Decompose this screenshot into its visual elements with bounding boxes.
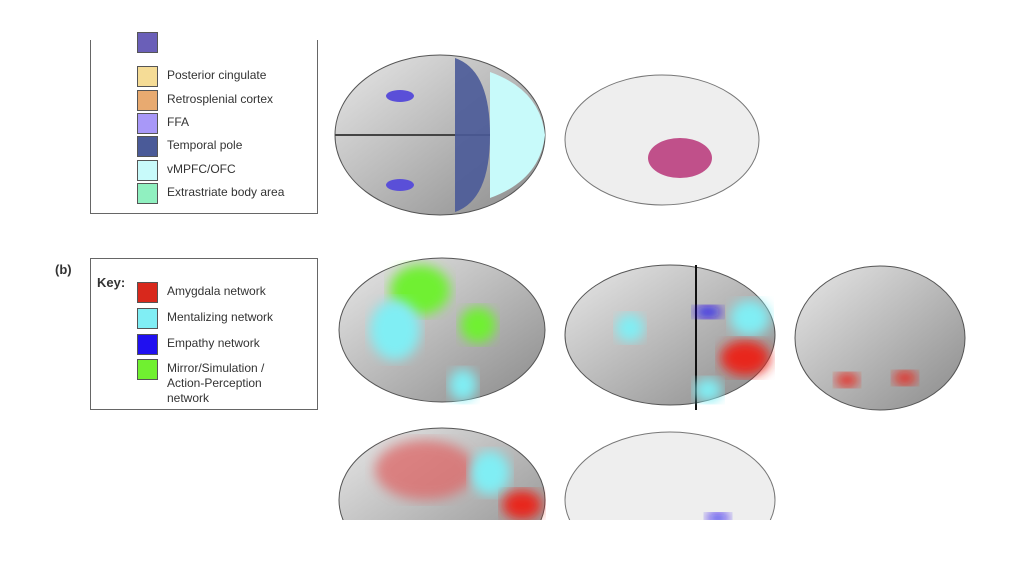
legend-item: Empathy network [137, 334, 260, 355]
swatch [137, 334, 158, 355]
brain-axial [334, 54, 546, 216]
legend-item: FFA [137, 113, 190, 134]
legend-item: Amygdala network [137, 282, 266, 303]
legend-label: FFA [167, 115, 190, 129]
legend-item: Temporal pole [137, 136, 243, 157]
swatch [137, 136, 158, 157]
legend-item: Mirror/Simulation / Action-Perception ne… [137, 359, 297, 406]
panel-b-label: (b) [55, 262, 72, 277]
legend-label: Extrastriate body area [167, 185, 285, 199]
legend-item: Retrosplenial cortex [137, 90, 274, 111]
legend-panel-b: Key: Amygdala network Mentalizing networ… [90, 258, 318, 410]
brain-sagittal-top [564, 74, 760, 206]
swatch [137, 359, 158, 380]
legend-item [137, 32, 167, 53]
swatch-0 [137, 32, 158, 53]
swatch [137, 66, 158, 87]
legend-item: Posterior cingulate [137, 66, 267, 87]
legend-label: vMPFC/OFC [167, 162, 236, 176]
legend-item: Extrastriate body area [137, 183, 285, 204]
swatch [137, 183, 158, 204]
legend-label: Temporal pole [167, 138, 243, 152]
legend-label: Amygdala network [167, 284, 266, 298]
legend-label: Empathy network [167, 336, 260, 350]
legend-label: Mirror/Simulation / Action-Perception ne… [167, 361, 265, 405]
legend-panel-a: Posterior cingulate Retrosplenial cortex… [90, 32, 318, 214]
legend-item: Mentalizing network [137, 308, 274, 329]
brain-coronal [794, 265, 966, 411]
key-title: Key: [97, 275, 126, 290]
legend-label: Retrosplenial cortex [167, 92, 274, 106]
swatch [137, 160, 158, 181]
swatch [137, 113, 158, 134]
legend-label: Posterior cingulate [167, 68, 267, 82]
brain-bottom-sagittal [564, 431, 776, 520]
swatch [137, 308, 158, 329]
swatch [137, 90, 158, 111]
legend-item: vMPFC/OFC [137, 160, 236, 181]
brain-medial [564, 264, 776, 410]
swatch [137, 282, 158, 303]
legend-label: Mentalizing network [167, 310, 274, 324]
brain-lateral [338, 257, 546, 403]
brain-bottom-lateral [338, 427, 546, 520]
